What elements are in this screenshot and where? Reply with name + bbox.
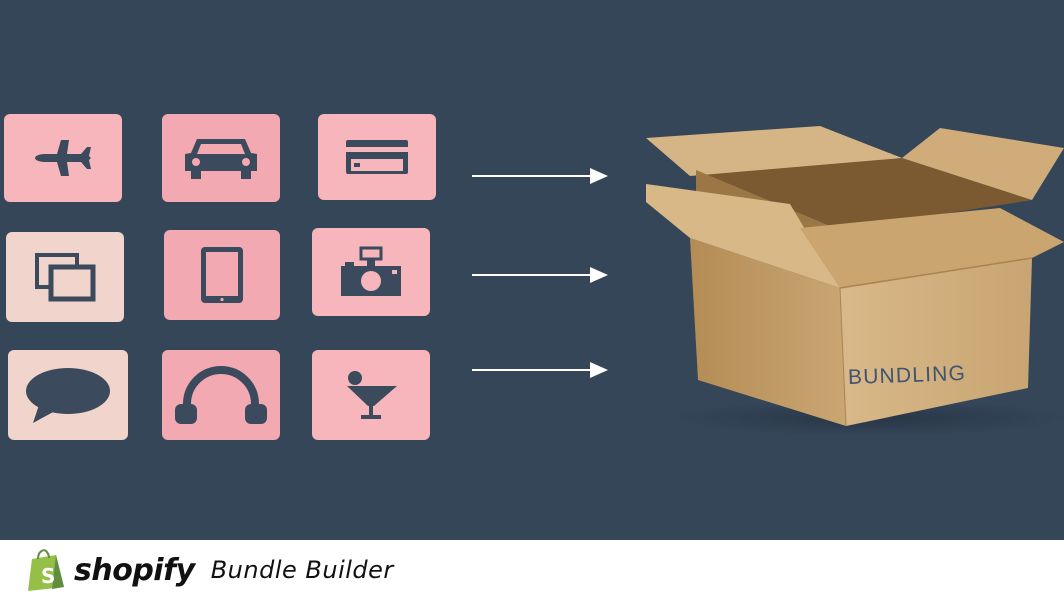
- arrow-right-icon: [472, 267, 608, 283]
- car-tile: [162, 114, 280, 202]
- tablet-tile: [164, 230, 280, 320]
- airplane-tile: [4, 114, 122, 202]
- credit-card-tile: [318, 114, 436, 200]
- footer-bar: S shopify Bundle Builder: [0, 540, 1064, 600]
- headphones-icon: [175, 366, 267, 424]
- product-title: Bundle Builder: [210, 556, 394, 584]
- photos-tile: [6, 232, 124, 322]
- speech-bubble-icon: [26, 368, 110, 423]
- illustration: BUNDLING: [4, 114, 1064, 440]
- tablet-icon: [201, 247, 243, 303]
- camera-icon: [341, 246, 401, 296]
- box-label: BUNDLING: [847, 361, 967, 390]
- arrow-right-icon: [472, 362, 608, 378]
- cocktail-icon: [347, 371, 397, 419]
- credit-card-icon: [346, 140, 408, 174]
- headphones-tile: [162, 350, 280, 440]
- photos-icon: [35, 253, 96, 302]
- camera-tile: [312, 228, 430, 316]
- svg-text:S: S: [41, 564, 55, 588]
- arrow-right-icon: [472, 168, 608, 184]
- speech-bubble-tile: [8, 350, 128, 440]
- airplane-icon: [35, 140, 91, 176]
- car-icon: [185, 139, 257, 179]
- cardboard-box: BUNDLING: [640, 118, 1064, 440]
- shopify-logo-text: shopify: [74, 552, 195, 588]
- shopify-bag-icon: S: [28, 549, 64, 591]
- cocktail-tile: [312, 350, 430, 440]
- box-icon: [646, 126, 1064, 436]
